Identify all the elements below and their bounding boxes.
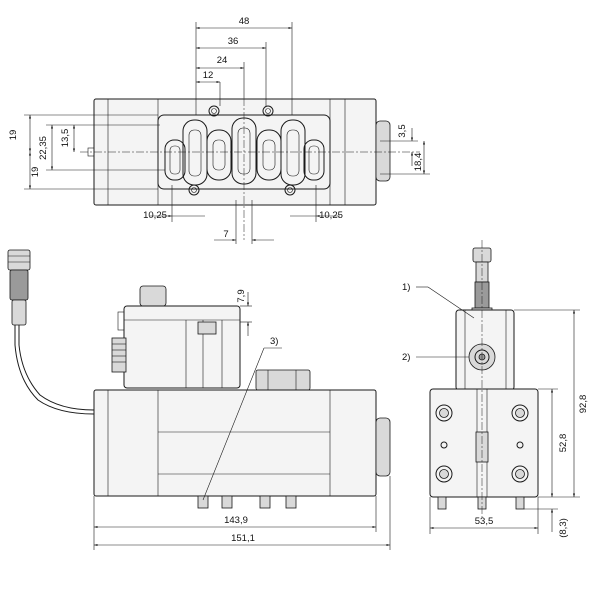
mount-hole-br xyxy=(284,184,296,196)
solenoid-knurl xyxy=(111,337,127,373)
bottom-port-2 xyxy=(221,495,233,509)
bottom-port-1 xyxy=(197,495,209,509)
bottom-port-4 xyxy=(285,495,297,509)
dim-151-1: 151,1 xyxy=(231,533,255,544)
end-hole-br xyxy=(511,465,529,483)
port-oval-7 xyxy=(303,139,325,181)
dim-22-35: 22,35 xyxy=(38,136,49,160)
dim-12: 12 xyxy=(203,70,214,81)
dim-18-4: 18,4 xyxy=(413,153,424,172)
dim-19-upper: 19 xyxy=(8,130,19,141)
side-actuator xyxy=(255,369,311,391)
dim-7: 7 xyxy=(223,229,228,240)
callout-3: 3) xyxy=(270,336,278,347)
solenoid-cap xyxy=(139,285,167,307)
port-oval-6 xyxy=(280,119,306,186)
callout-2: 2) xyxy=(402,352,410,363)
dim-8-3: (8,3) xyxy=(558,518,569,538)
mount-hole-tl xyxy=(208,105,220,117)
end-view: 1) 2) 92,8 52,8 (8,3) 53,5 xyxy=(402,240,589,538)
callout-1: 1) xyxy=(402,282,410,293)
dim-19-lower: 19 xyxy=(30,167,41,178)
dim-52-8: 52,8 xyxy=(558,434,569,453)
dim-143-9: 143,9 xyxy=(224,515,248,526)
port-oval-3 xyxy=(206,129,232,181)
side-view: 7,9 3) 143,9 151,1 xyxy=(7,249,391,550)
side-end-cap xyxy=(375,417,391,477)
dim-53-5: 53,5 xyxy=(475,516,494,527)
end-hole-tr xyxy=(511,404,529,422)
side-valve-body xyxy=(93,389,377,497)
connector-body xyxy=(9,269,29,301)
dim-13-5: 13,5 xyxy=(60,129,71,148)
connector-plug xyxy=(7,249,31,271)
dim-36: 36 xyxy=(228,36,239,47)
solenoid-housing xyxy=(123,305,241,389)
bottom-port-3 xyxy=(259,495,271,509)
dim-3-5: 3,5 xyxy=(397,124,408,137)
dim-92-8: 92,8 xyxy=(578,395,589,414)
mount-hole-bl xyxy=(188,184,200,196)
dim-48: 48 xyxy=(239,16,250,27)
top-view-end-cap xyxy=(375,120,391,182)
mount-hole-tr xyxy=(262,105,274,117)
dim-24: 24 xyxy=(217,55,228,66)
dim-7-9: 7,9 xyxy=(236,289,247,302)
port-oval-1 xyxy=(164,139,186,181)
connector-cable xyxy=(18,325,95,411)
dim-10-25-right: 10,25 xyxy=(319,210,343,221)
end-hole-bl xyxy=(435,465,453,483)
top-view: 48 36 24 12 19 22,35 13,5 19 3,5 18,4 xyxy=(8,16,430,244)
end-hole-tl xyxy=(435,404,453,422)
dim-10-25-left: 10,25 xyxy=(143,210,167,221)
